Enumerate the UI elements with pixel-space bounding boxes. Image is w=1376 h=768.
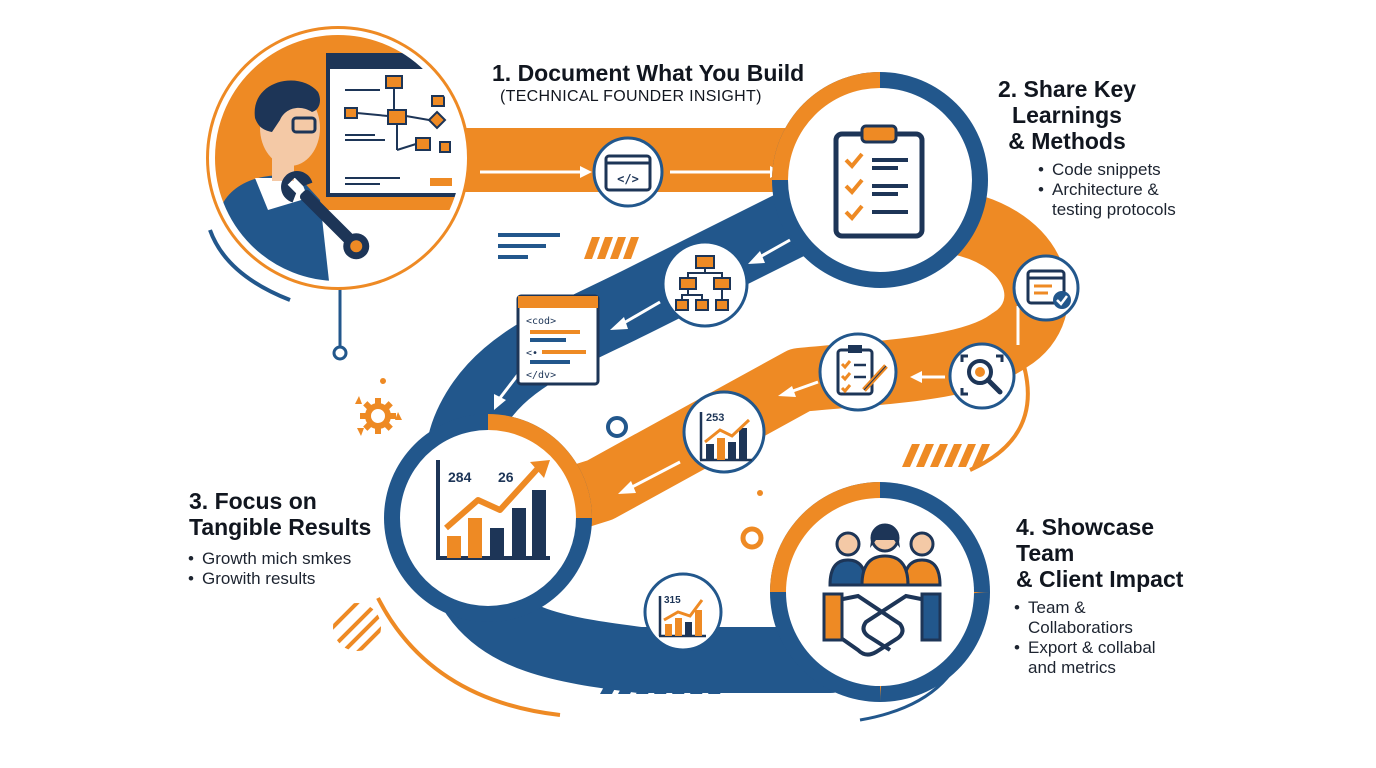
step4-bullet-1: Team & [1014, 598, 1156, 618]
step3-bullets: Growth mich smkes Growith results [188, 549, 351, 589]
step2-bullet-2: Architecture & [1038, 180, 1176, 200]
step4-bullet-4: and metrics [1028, 658, 1116, 677]
step3-circle [384, 414, 592, 622]
step2-title-line-2: Learnings [1012, 102, 1122, 128]
small-icon-circles: </> <cod> [516, 136, 1080, 652]
step2-bullet-3: testing protocols [1052, 200, 1176, 219]
code-window-icon: </> [592, 136, 664, 208]
step4-bullets: Team & Collaboratiors Export & collabal … [1014, 598, 1156, 678]
code-card-line-3: </dv> [526, 370, 556, 381]
step4-bullet-2: Collaboratiors [1028, 618, 1133, 637]
team-icon [828, 523, 942, 587]
step3-title: 3. Focus on Tangible Results [189, 488, 371, 540]
magnifier-icon [948, 342, 1016, 410]
step3-bullet-1: Growth mich smkes [188, 549, 351, 569]
gear-icon [360, 398, 396, 434]
step2-bullet-1: Code snippets [1038, 160, 1176, 180]
step4-circle [770, 482, 990, 702]
bar-chart-icon [436, 460, 550, 560]
code-card-line-1: <cod> [526, 316, 556, 327]
architecture-board-icon [326, 53, 464, 197]
big-chart-number-b: 26 [498, 469, 514, 485]
step2-title-line-1: 2. Share Key [997, 76, 1137, 102]
code-card-icon: <cod> <• </dv> [516, 294, 600, 386]
step4-bullet-3: Export & collabal [1014, 638, 1156, 658]
step4-title-line-2: Team [1016, 540, 1075, 566]
small-chart-number: 253 [706, 412, 724, 424]
clipboard-checklist-icon [833, 124, 925, 239]
step1-title: 1. Document What You Build [492, 60, 805, 86]
step1-illustration [206, 26, 470, 290]
step3-bullet-2: Growith results [188, 569, 351, 589]
step3-title-line-1: 3. Focus on [189, 488, 317, 514]
flowchart-icon [661, 240, 749, 328]
step4-title: 4. Showcase Team & Client Impact [1016, 514, 1183, 592]
bottom-bar-chart-icon: 315 [643, 572, 723, 652]
svg-text:</>: </> [617, 172, 639, 186]
handshake-icon [822, 592, 942, 657]
big-chart-number-a: 284 [448, 469, 472, 485]
checklist-window-icon [1012, 254, 1080, 322]
step2-circle [772, 72, 988, 288]
bottom-chart-number: 315 [664, 595, 681, 606]
step2-title: 2. Share Key Learnings & Methods [992, 76, 1142, 154]
road-arrows [480, 166, 1020, 618]
step2-title-line-3: & Methods [1008, 128, 1126, 154]
step3-title-line-2: Tangible Results [189, 514, 372, 540]
step2-bullets: Code snippets Architecture & testing pro… [1038, 160, 1176, 220]
step1-subtitle: (TECHNICAL FOUNDER INSIGHT) [500, 88, 762, 105]
code-card-line-2: <• [526, 348, 538, 359]
step4-title-line-1: 4. Showcase [1016, 514, 1155, 540]
wrench-icon [281, 171, 370, 260]
step4-title-line-3: & Client Impact [1016, 566, 1184, 592]
small-bar-chart-icon: 253 [682, 390, 766, 474]
clipboard-pencil-icon [818, 332, 898, 412]
